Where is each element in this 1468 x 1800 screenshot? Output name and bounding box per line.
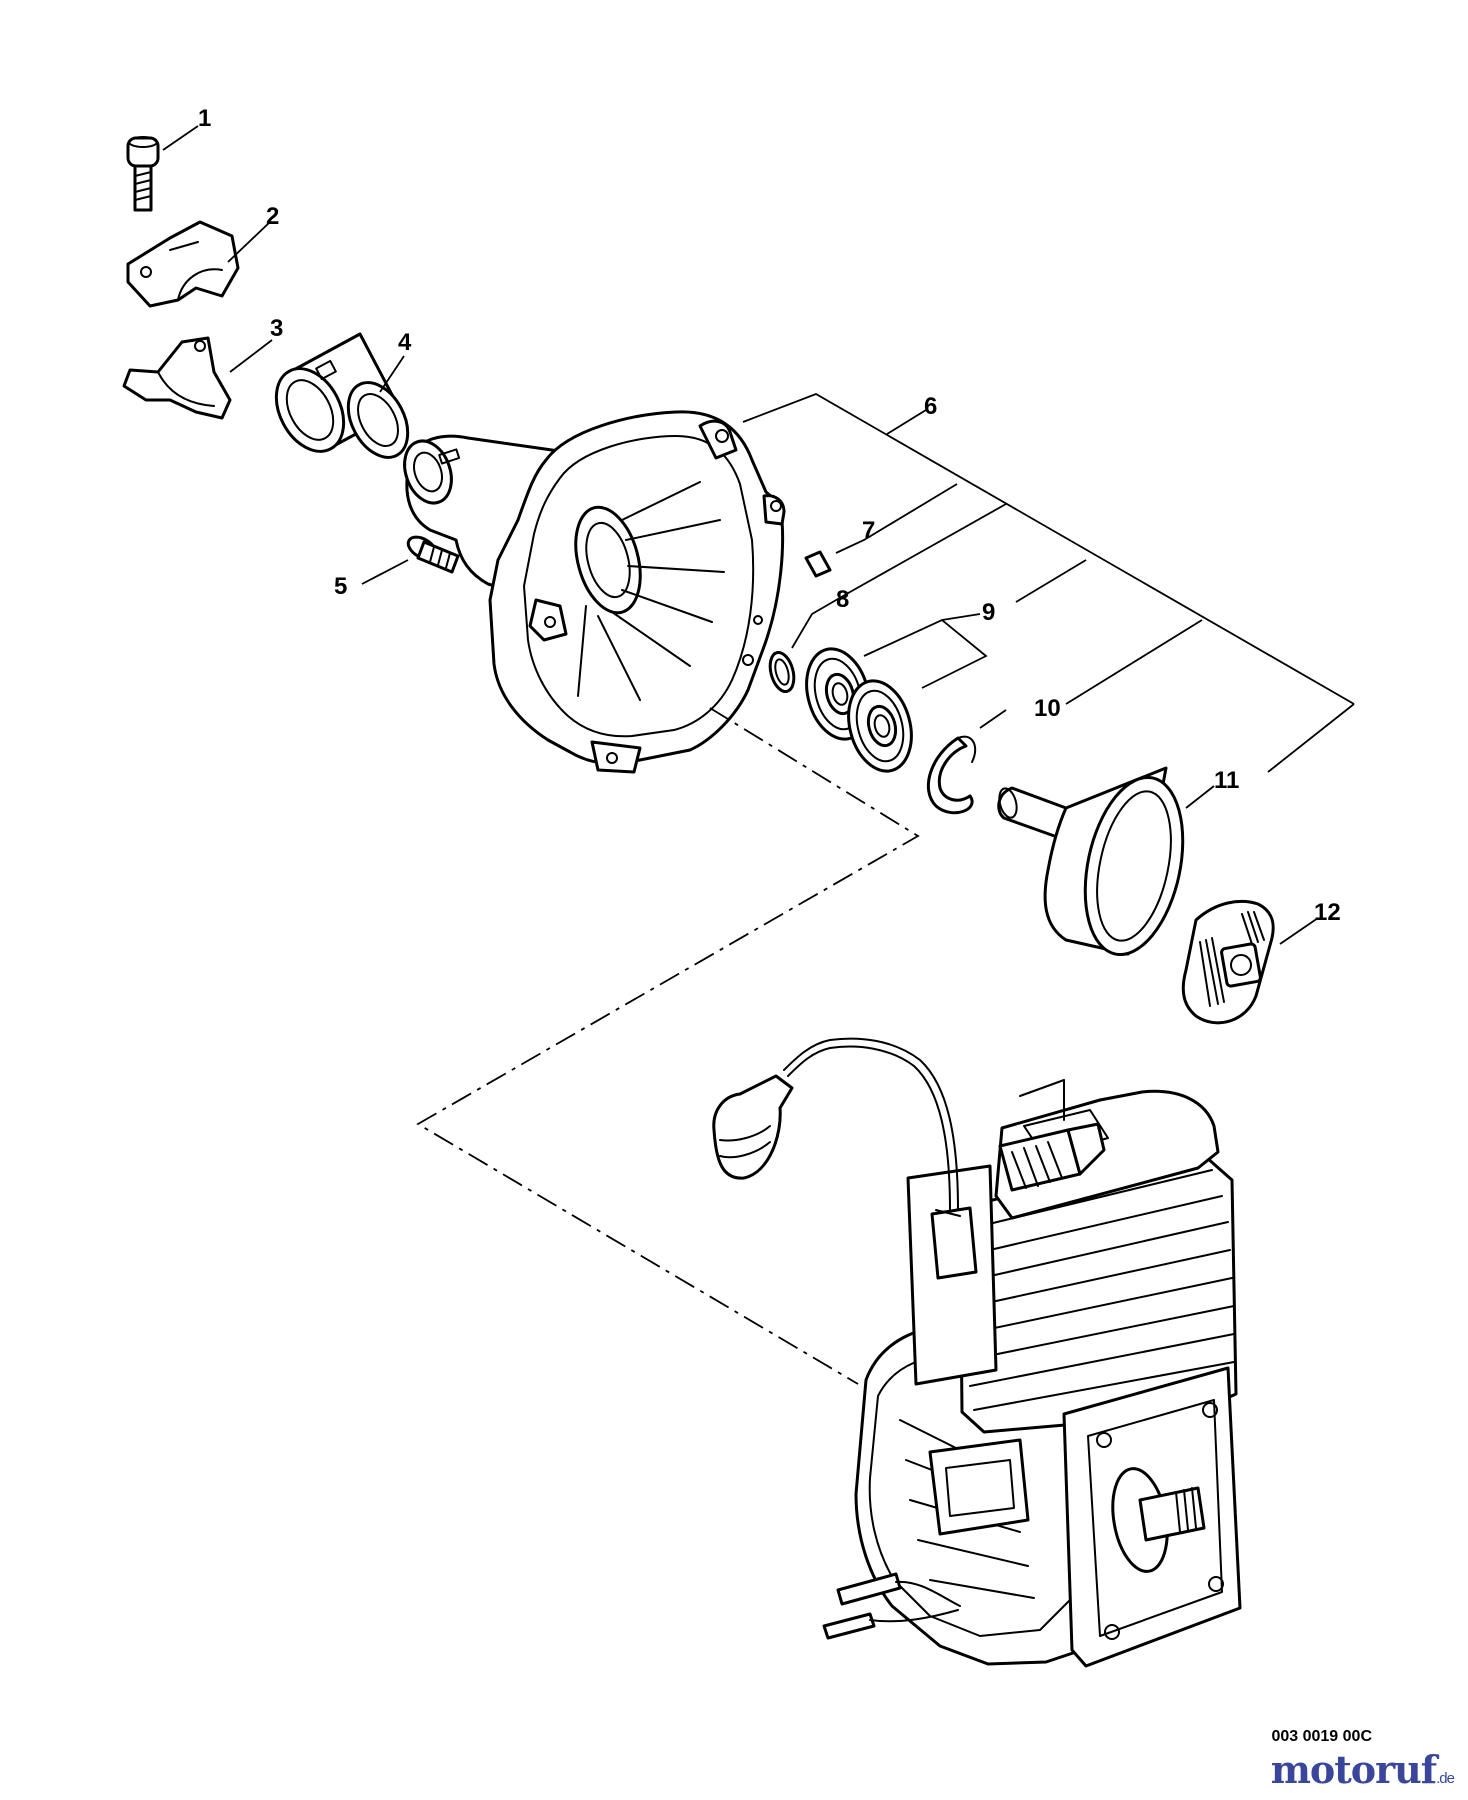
callout-5: 5 bbox=[334, 573, 347, 600]
part-9-ball-bearing-b[interactable] bbox=[839, 674, 921, 778]
part-12-clutch-shoes[interactable] bbox=[1181, 899, 1275, 1025]
part-2-clamp-upper[interactable] bbox=[126, 220, 240, 308]
logo-name: motoruf bbox=[1270, 1747, 1437, 1792]
logo[interactable]: motoruf.de bbox=[1270, 1747, 1455, 1792]
callout-2: 2 bbox=[266, 203, 279, 230]
engine-powerhead[interactable] bbox=[712, 1037, 1242, 1668]
part-7-pin[interactable] bbox=[804, 550, 832, 578]
assembly-line bbox=[416, 707, 920, 1385]
callout-10: 10 bbox=[1034, 695, 1061, 722]
callout-1: 1 bbox=[198, 105, 211, 132]
callout-6: 6 bbox=[924, 393, 937, 420]
part-6-fan-housing[interactable] bbox=[396, 410, 786, 774]
part-3-clamp-lower[interactable] bbox=[122, 336, 232, 420]
callout-3: 3 bbox=[270, 315, 283, 342]
callout-11: 11 bbox=[1214, 767, 1239, 794]
callout-4: 4 bbox=[398, 329, 412, 356]
drawing-code: 003 0019 00C bbox=[1271, 1728, 1372, 1745]
part-1-screw[interactable] bbox=[126, 136, 160, 212]
part-4-sleeve[interactable] bbox=[263, 332, 420, 468]
logo-suffix: .de bbox=[1436, 1770, 1455, 1787]
part-8-snap-ring[interactable] bbox=[766, 650, 798, 694]
part-10-retaining-ring[interactable] bbox=[926, 735, 977, 815]
callout-9: 9 bbox=[982, 599, 995, 626]
part-11-clutch-drum[interactable] bbox=[996, 766, 1197, 964]
callout-7: 7 bbox=[862, 517, 875, 544]
callout-8: 8 bbox=[836, 586, 849, 613]
callout-12: 12 bbox=[1314, 899, 1341, 926]
part-5-screw[interactable] bbox=[405, 533, 460, 574]
